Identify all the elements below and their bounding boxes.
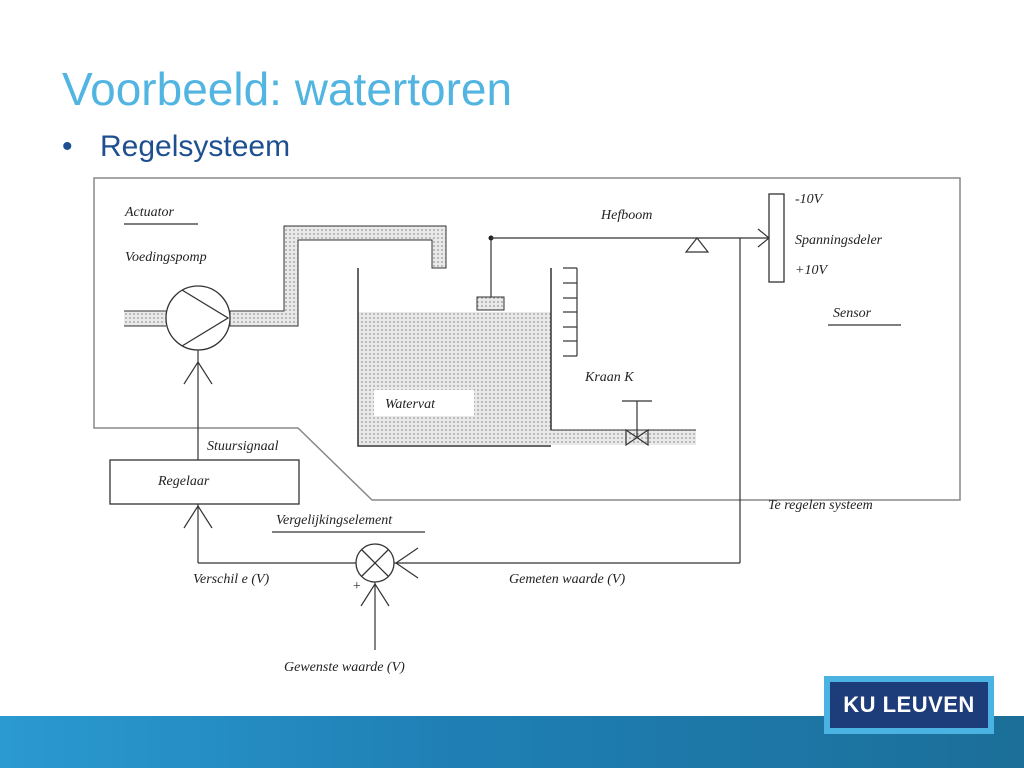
verschil-label: Verschil e (V) <box>193 572 270 587</box>
watervat-label: Watervat <box>385 397 436 412</box>
plus-sign: + <box>352 579 361 594</box>
lever-pivot <box>684 237 710 253</box>
voltage-divider <box>768 193 785 283</box>
actuator-label: Actuator <box>124 205 175 220</box>
voedingspomp-label: Voedingspomp <box>125 250 207 265</box>
supply-pipe <box>229 225 447 327</box>
level-scale <box>563 267 578 357</box>
min10v-label: -10V <box>795 192 824 207</box>
water-level <box>358 312 551 445</box>
bullet-item: • Regelsysteem <box>62 130 290 164</box>
vergelijkingselement-label: Vergelijkingselement <box>276 513 393 528</box>
pump-icon <box>165 285 231 351</box>
stuursignaal-label: Stuursignaal <box>207 439 279 454</box>
te-regelen-systeem-label: Te regelen systeem <box>768 498 873 513</box>
watervat-label-box <box>374 390 474 416</box>
control-system-diagram: Watervat Kraan K Hefboom -10V Spanningsd… <box>93 177 961 675</box>
slide-title: Voorbeeld: watertoren <box>62 63 513 115</box>
bullet-dot: • <box>62 130 73 163</box>
gemeten-waarde-label: Gemeten waarde (V) <box>509 572 625 587</box>
gewenste-waarde-label: Gewenste waarde (V) <box>284 660 405 675</box>
sensor-label: Sensor <box>833 306 872 321</box>
bullet-text: Regelsysteem <box>100 130 291 163</box>
system-boundary <box>93 177 961 501</box>
regelaar-label: Regelaar <box>157 474 210 489</box>
kraan-label: Kraan K <box>584 370 634 385</box>
water-tank <box>357 268 552 447</box>
float <box>476 296 505 311</box>
valve-icon <box>622 400 652 447</box>
ku-leuven-logo: KU LEUVEN <box>824 676 994 734</box>
regelaar-block <box>109 459 300 505</box>
inlet-pipe <box>124 311 166 326</box>
outlet-pipe <box>551 430 696 445</box>
plus10v-label: +10V <box>795 263 828 278</box>
logo-text: KU LEUVEN <box>830 682 988 728</box>
spanningsdeler-label: Spanningsdeler <box>795 233 883 248</box>
hefboom-label: Hefboom <box>600 208 652 223</box>
